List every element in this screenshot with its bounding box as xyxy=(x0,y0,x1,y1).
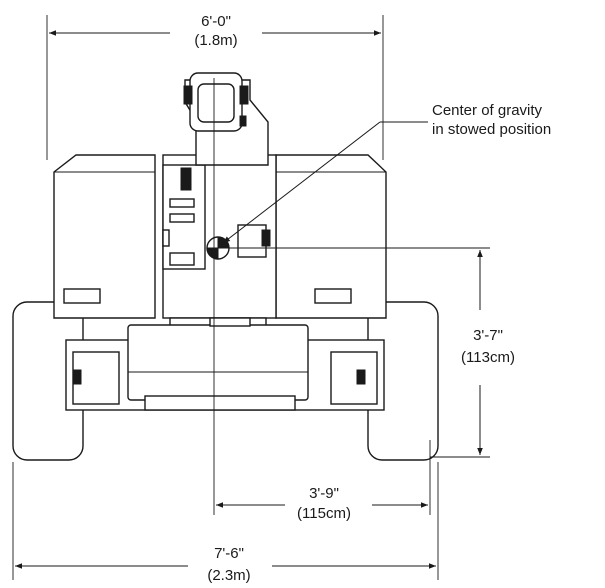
dimension-cg-height: 3'-7" (113cm) xyxy=(228,247,515,458)
cg-lateral-imperial: 3'-9" xyxy=(309,485,339,502)
dimension-top-width: 6'-0" (1.8m) xyxy=(46,13,384,160)
cg-callout: Center of gravity in stowed position xyxy=(222,102,551,244)
overall-width-metric: (2.3m) xyxy=(207,567,250,584)
cg-lateral-metric: (115cm) xyxy=(297,505,351,522)
cg-height-metric: (113cm) xyxy=(461,349,515,366)
dimension-overall-width: 7'-6" (2.3m) xyxy=(12,462,439,584)
counterweight xyxy=(127,324,309,401)
top-width-imperial: 6'-0" xyxy=(201,13,231,30)
callout-line1: Center of gravity xyxy=(432,102,543,119)
left-cabinet xyxy=(53,154,156,319)
top-width-metric: (1.8m) xyxy=(194,32,237,49)
dimension-cg-lateral: 3'-9" (115cm) xyxy=(216,440,431,522)
overall-width-imperial: 7'-6" xyxy=(214,545,244,562)
machine-front-view xyxy=(12,72,439,515)
callout-line2: in stowed position xyxy=(432,121,551,138)
cg-height-imperial: 3'-7" xyxy=(473,327,503,344)
